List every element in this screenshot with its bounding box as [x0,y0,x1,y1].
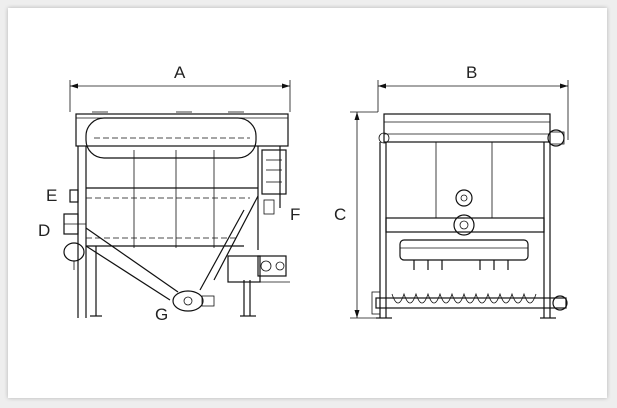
side-box [261,149,287,195]
label-b: B [466,63,477,82]
dimension-c [350,111,378,319]
label-a: A [174,63,186,82]
outlet-g [172,290,204,312]
label-c: C [334,205,346,224]
dimension-a [69,80,291,112]
top-cylinder [85,117,257,159]
front-view: A [38,63,300,324]
screw-conveyor [375,297,567,309]
middle-beam [385,217,545,233]
dimension-b [377,80,569,140]
top-frame [383,113,551,143]
label-d: D [38,221,50,240]
label-g: G [155,305,168,324]
scraper-trough [399,239,529,261]
top-flange [455,189,473,207]
drawing-frame: A [8,8,607,398]
label-f: F [290,205,300,224]
top-cover [75,113,289,147]
motor-box [227,255,261,283]
technical-drawing: A [38,63,569,324]
side-view: B C [334,63,569,319]
label-e: E [46,186,57,205]
side-valve [63,242,85,262]
nozzle-e [69,189,79,203]
